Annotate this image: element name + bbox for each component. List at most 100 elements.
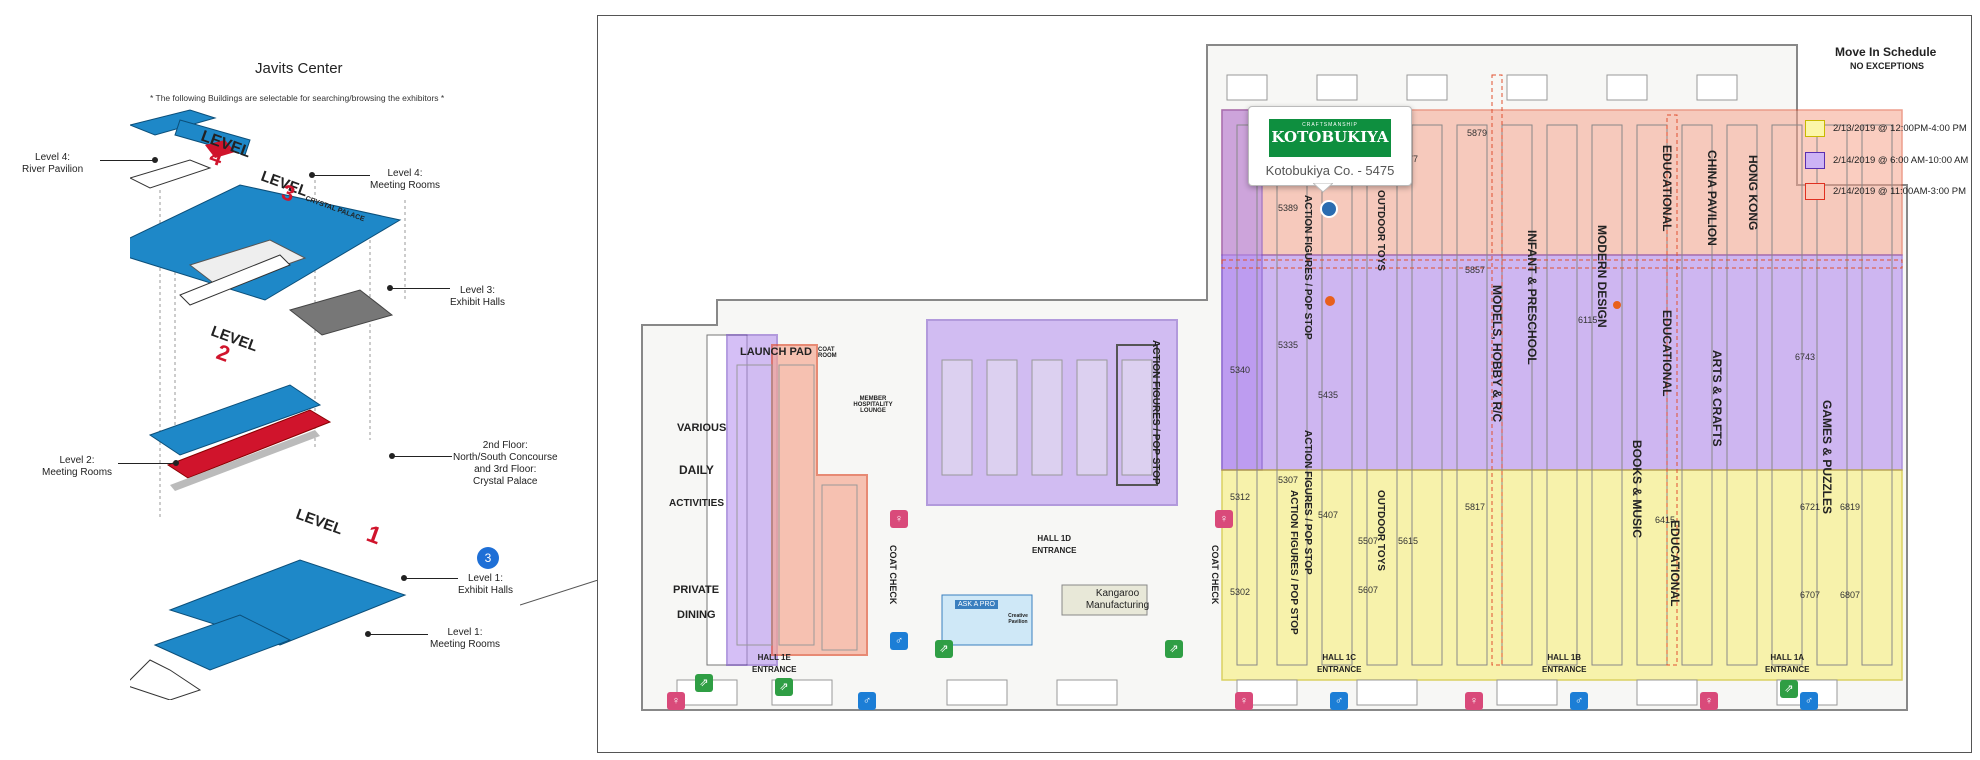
booth-number[interactable]: 6743 xyxy=(1795,352,1816,362)
category-hong-kong[interactable]: HONG KONG xyxy=(1746,155,1760,231)
map-pin xyxy=(1325,296,1335,306)
callout-level2-meeting[interactable]: Level 2:Meeting Rooms xyxy=(42,455,113,478)
legend-subtitle: NO EXCEPTIONS xyxy=(1850,61,1925,71)
booth-number[interactable]: 5335 xyxy=(1278,340,1299,350)
legend-swatch xyxy=(1805,152,1825,169)
callout-floor2[interactable]: 2nd Floor:North/South Concourse and 3rd … xyxy=(453,440,558,487)
booth-number[interactable]: 5302 xyxy=(1230,587,1251,597)
level-2-plan[interactable] xyxy=(148,289,394,491)
booth-number[interactable]: 5615 xyxy=(1398,536,1419,546)
kangaroo-label[interactable]: Kangaroo Manufacturing xyxy=(1085,588,1150,611)
level-3-plan[interactable] xyxy=(130,184,402,306)
exhibitor-tooltip[interactable]: CRAFTSMANSHIP KOTOBUKIYA Kotobukiya Co. … xyxy=(1248,106,1412,186)
level-1-plan[interactable] xyxy=(130,559,407,700)
legend-item[interactable]: 2/14/2019 @ 11:00AM-3:00 PM xyxy=(1805,183,1966,200)
selectable-note: * The following Buildings are selectable… xyxy=(150,93,445,103)
svg-text:LEVEL: LEVEL xyxy=(294,506,345,539)
legend-title: Move In Schedule xyxy=(1835,45,1937,59)
selected-booth-marker xyxy=(1320,200,1338,218)
category-outdoor-toys-low[interactable]: OUTDOOR TOYS xyxy=(1375,490,1386,571)
callout-level4-meeting[interactable]: Level 4:Meeting Rooms xyxy=(370,168,441,191)
booth-number[interactable]: 6115 xyxy=(1578,315,1598,325)
category-outdoor-toys-top[interactable]: OUTDOOR TOYS xyxy=(1375,190,1386,271)
booth-number[interactable]: 5389 xyxy=(1278,203,1299,213)
category-arts-crafts[interactable]: ARTS & CRAFTS xyxy=(1710,350,1724,447)
restroom-women-icon: ♀ xyxy=(1700,692,1718,710)
category-educational-mid[interactable]: EDUCATIONAL xyxy=(1660,310,1674,397)
booth-number[interactable]: 5607 xyxy=(1358,585,1379,595)
legend-item[interactable]: 2/14/2019 @ 6:00 AM-10:00 AM xyxy=(1805,152,1968,169)
private-label: PRIVATE xyxy=(673,584,720,596)
category-educational-top[interactable]: EDUCATIONAL xyxy=(1660,145,1674,232)
category-action-figures-low[interactable]: ACTION FIGURES / POP STOP xyxy=(1288,490,1299,635)
launch-pad-label: LAUNCH PAD xyxy=(740,346,812,358)
exhibitor-name[interactable]: Kotobukiya Co. - 5475 xyxy=(1265,163,1395,178)
activities-label: ACTIVITIES xyxy=(669,498,725,509)
restroom-women-icon: ♀ xyxy=(1465,692,1483,710)
level-4-plan[interactable] xyxy=(130,109,251,189)
category-infant-preschool[interactable]: INFANT & PRESCHOOL xyxy=(1525,230,1539,365)
restroom-men-icon: ♂ xyxy=(890,632,908,650)
booth-number[interactable]: 6415 xyxy=(1655,515,1676,525)
callout-level3[interactable]: Level 3:Exhibit Halls xyxy=(450,285,506,308)
various-label: VARIOUS xyxy=(677,422,727,434)
category-models-hobby[interactable]: MODELS, HOBBY & R/C xyxy=(1490,285,1504,423)
escalator-icon: ⇗ xyxy=(695,674,713,692)
restroom-men-icon: ♂ xyxy=(1330,692,1348,710)
category-action-figures-mid[interactable]: ACTION FIGURES / POP STOP xyxy=(1302,430,1313,575)
legend-item[interactable]: 2/13/2019 @ 12:00PM-4:00 PM xyxy=(1805,120,1967,137)
category-action-figures-top[interactable]: ACTION FIGURES / POP STOP xyxy=(1302,195,1313,340)
exhibitor-logo: CRAFTSMANSHIP KOTOBUKIYA xyxy=(1269,119,1391,157)
ask-a-pro-label[interactable]: ASK A PRO xyxy=(955,600,998,609)
venue-title: Javits Center xyxy=(255,60,343,77)
callout-level1-meeting[interactable]: Level 1:Meeting Rooms xyxy=(430,627,501,650)
exhibit-floor-map[interactable] xyxy=(597,15,1970,751)
booth-number[interactable]: 5307 xyxy=(1278,475,1299,485)
connector-line xyxy=(520,580,599,606)
booth-number[interactable]: 5857 xyxy=(1465,265,1486,275)
booth-number[interactable]: 6807 xyxy=(1840,590,1861,600)
category-games-puzzles[interactable]: GAMES & PUZZLES xyxy=(1820,400,1834,515)
booth-grid-1e xyxy=(736,364,858,651)
booth-number[interactable]: 6707 xyxy=(1800,590,1821,600)
leader-dot xyxy=(152,157,158,163)
category-china-pavilion[interactable]: CHINA PAVILION xyxy=(1705,150,1719,246)
booth-number[interactable]: 5312 xyxy=(1230,492,1251,502)
booth-number[interactable]: 6721 xyxy=(1800,502,1821,512)
category-books-music[interactable]: BOOKS & MUSIC xyxy=(1630,440,1644,539)
callout-level4-river[interactable]: Level 4:River Pavilion xyxy=(22,152,84,175)
escalator-icon: ⇗ xyxy=(1780,680,1798,698)
category-action-figures-1d[interactable]: ACTION FIGURES / POP STOP xyxy=(1150,340,1161,485)
svg-text:2: 2 xyxy=(213,339,233,367)
booth-number[interactable]: 5817 xyxy=(1465,502,1486,512)
callout-level1-exhibit[interactable]: Level 1:Exhibit Halls xyxy=(458,573,514,596)
escalator-icon: ⇗ xyxy=(935,640,953,658)
legend-swatch xyxy=(1805,120,1825,137)
booth-number[interactable]: 6819 xyxy=(1840,502,1861,512)
booth-number[interactable]: 5407 xyxy=(1318,510,1339,520)
restroom-men-icon: ♂ xyxy=(1570,692,1588,710)
svg-text:1: 1 xyxy=(363,520,385,550)
legend-swatch xyxy=(1805,183,1825,200)
category-educational-low[interactable]: EDUCATIONAL xyxy=(1668,520,1682,607)
restroom-women-icon: ♀ xyxy=(890,510,908,528)
escalator-icon: ⇗ xyxy=(1165,640,1183,658)
creative-pavilion-label[interactable]: Creative Pavilion xyxy=(1008,613,1028,625)
restroom-men-icon: ♂ xyxy=(858,692,876,710)
svg-text:LEVEL: LEVEL xyxy=(209,323,260,356)
booth-number[interactable]: 5435 xyxy=(1318,390,1339,400)
category-modern-design[interactable]: MODERN DESIGN xyxy=(1595,225,1609,328)
booth-number[interactable]: 5340 xyxy=(1230,365,1251,375)
member-lounge-label: MEMBER HOSPITALITY LOUNGE xyxy=(853,396,893,414)
restroom-men-icon: ♂ xyxy=(1800,692,1818,710)
daily-label: DAILY xyxy=(679,463,714,477)
booth-number[interactable]: 5507 xyxy=(1358,536,1379,546)
coat-check-label: COAT CHECK xyxy=(888,545,898,605)
selected-level-badge[interactable]: 3 xyxy=(477,547,499,569)
booth-number[interactable]: 5879 xyxy=(1467,128,1488,138)
